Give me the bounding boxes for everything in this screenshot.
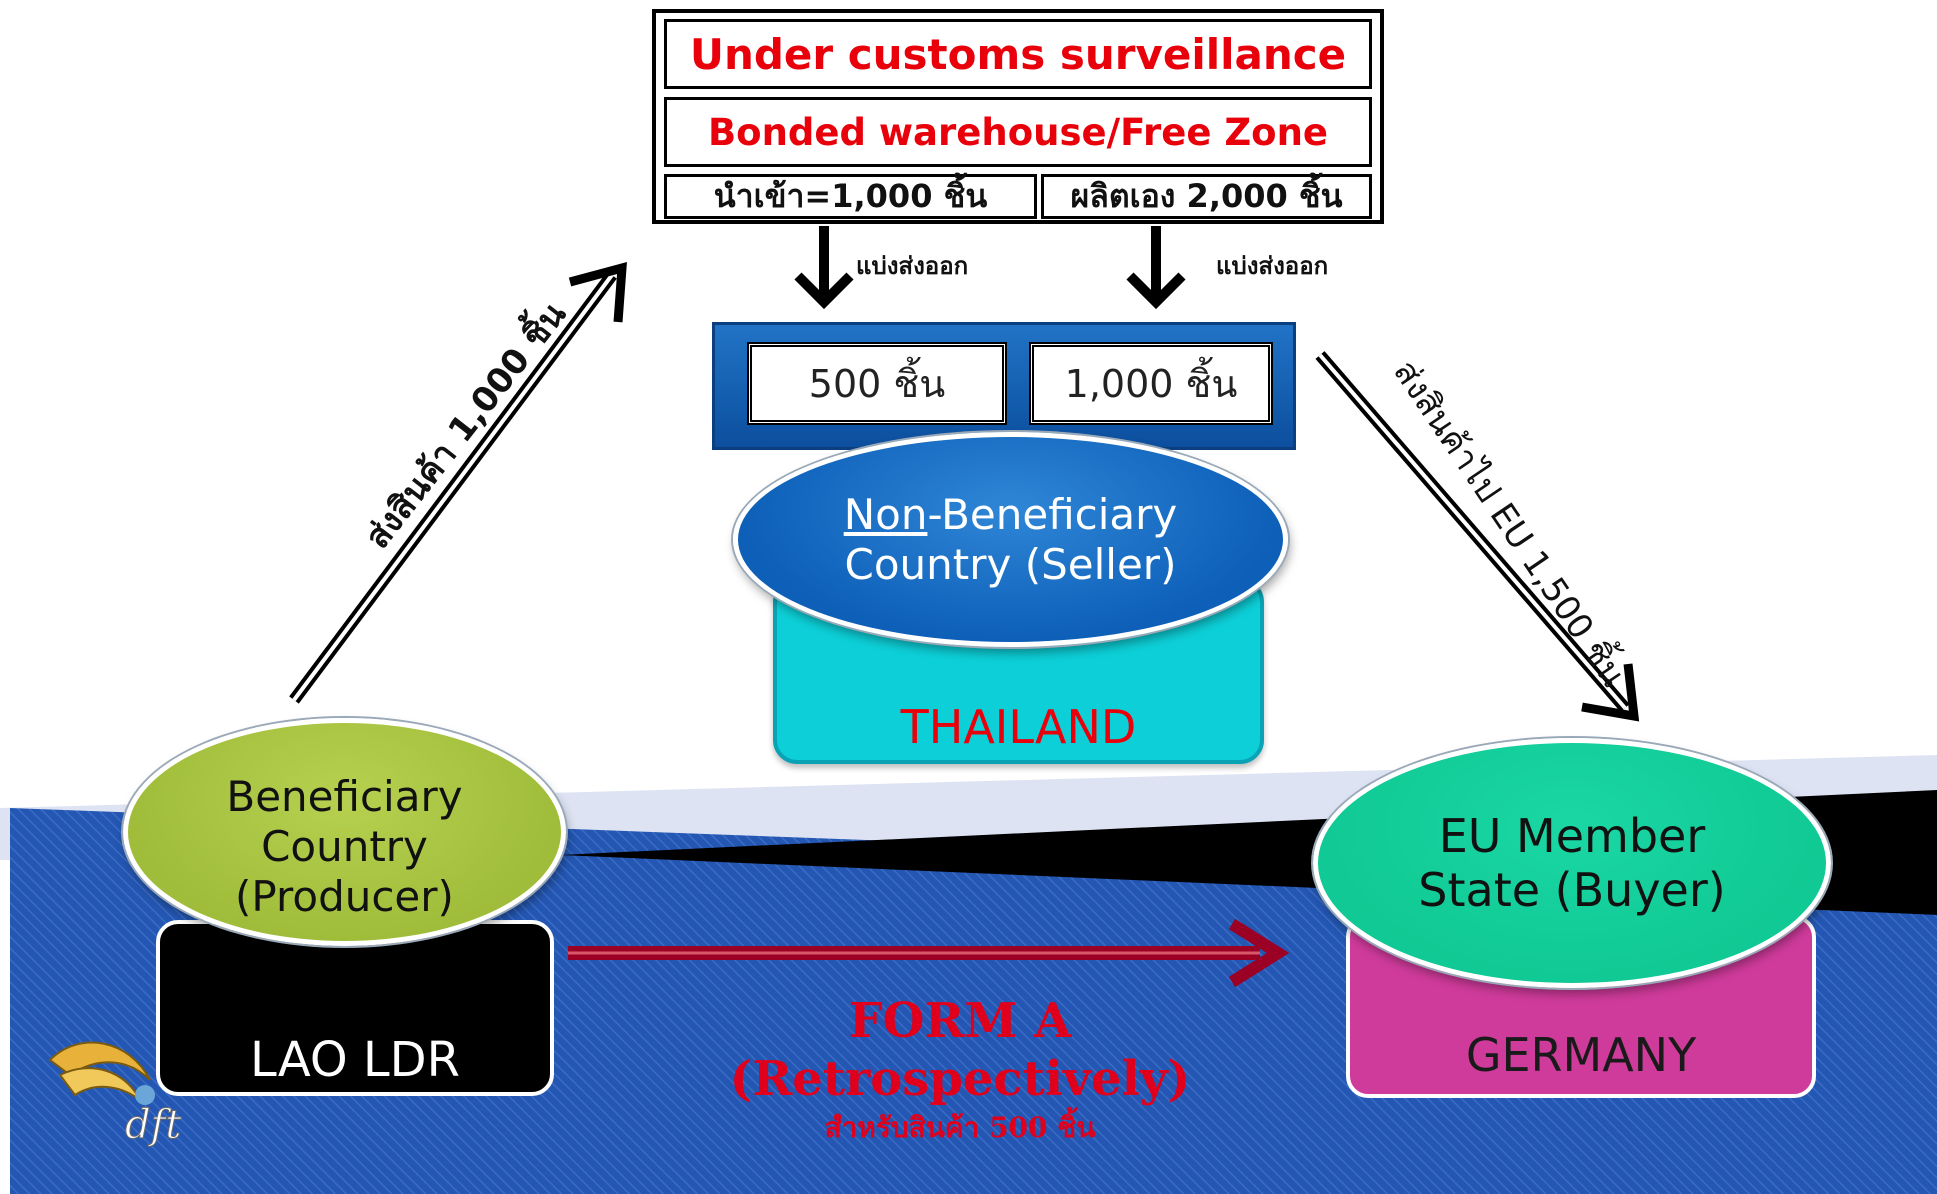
seller-label-non: Non: [843, 489, 928, 539]
seller-label-line2: Country (Seller): [844, 539, 1177, 589]
form-a-note: สำหรับสินค้า 500 ชิ้น: [824, 1111, 1096, 1144]
form-a-subtitle: (Retrospectively): [729, 1051, 1191, 1107]
quantity-box-left: 500 ชิ้น: [747, 342, 1007, 425]
split-arrow-right: [1126, 226, 1186, 310]
buyer-label: EU Member State (Buyer): [1313, 793, 1831, 933]
customs-surveillance-title: Under customs surveillance: [664, 19, 1372, 89]
split-export-label-right: แบ่งส่งออก: [1216, 252, 1329, 280]
produce-quantity-cell: ผลิตเอง 2,000 ชิ้น: [1041, 174, 1372, 219]
quantity-box-right: 1,000 ชิ้น: [1029, 342, 1273, 425]
lao-label: LAO LDR: [250, 1032, 460, 1088]
producer-label-line2: Country: [261, 822, 428, 871]
quantity-panel: 500 ชิ้น 1,000 ชิ้น: [712, 322, 1296, 450]
seller-label: Non-Beneficiary Country (Seller): [733, 482, 1288, 597]
seller-label-beneficiary: -Beneficiary: [927, 489, 1178, 539]
thailand-label: THAILAND: [900, 700, 1137, 754]
buyer-label-line1: EU Member: [1438, 809, 1706, 863]
import-quantity-cell: นำเข้า=1,000 ชิ้น: [664, 174, 1037, 219]
split-export-label-left: แบ่งส่งออก: [856, 252, 969, 280]
buyer-ellipse: [1313, 738, 1831, 988]
seller-ellipse: [733, 432, 1288, 647]
dft-bird-logo-icon: dft: [40, 1020, 182, 1150]
producer-ellipse: [123, 718, 566, 946]
buyer-label-line2: State (Buyer): [1418, 863, 1726, 917]
form-a-label: FORM A (Retrospectively) สำหรับสินค้า 50…: [700, 970, 1220, 1170]
seller-to-buyer-arrow: [1315, 351, 1640, 722]
producer-label: Beneficiary Country (Producer): [123, 772, 566, 922]
bonded-warehouse-title: Bonded warehouse/Free Zone: [664, 97, 1372, 167]
producer-to-seller-arrow: [289, 262, 627, 704]
form-a-arrow: [568, 918, 1290, 988]
customs-panel: Under customs surveillance Bonded wareho…: [652, 9, 1384, 224]
producer-label-line1: Beneficiary: [226, 772, 463, 821]
germany-label: GERMANY: [1465, 1028, 1697, 1082]
form-a-title: FORM A: [848, 993, 1072, 1049]
split-arrow-left: [794, 226, 854, 310]
producer-label-line3: (Producer): [235, 872, 454, 921]
dft-logo-text: dft: [124, 1102, 182, 1149]
